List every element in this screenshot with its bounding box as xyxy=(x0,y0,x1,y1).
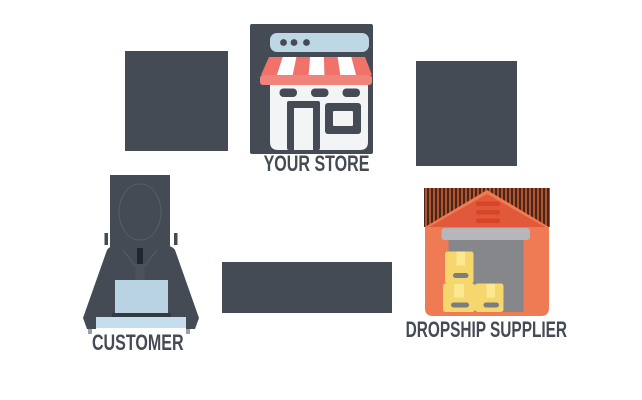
customer-laptop xyxy=(112,280,171,317)
table xyxy=(83,316,199,329)
store-awning xyxy=(260,57,372,85)
door-lintel xyxy=(441,228,530,240)
warehouse-icon xyxy=(424,188,550,316)
store-door xyxy=(287,101,320,150)
supplier-label: DROPSHIP SUPPLIER xyxy=(405,317,567,342)
connector-block-customer-to-store xyxy=(125,51,228,151)
customer-label: CUSTOMER xyxy=(91,330,184,355)
warehouse-boxes xyxy=(443,251,504,312)
store-icon xyxy=(250,24,373,154)
customer-icon xyxy=(83,175,199,334)
tie xyxy=(137,248,143,264)
store-sign xyxy=(270,33,369,52)
roof-vents xyxy=(476,201,500,223)
connector-block-store-to-supplier xyxy=(416,61,517,166)
connector-block-supplier-to-customer xyxy=(222,262,392,313)
face-outline xyxy=(118,183,162,241)
store-front xyxy=(270,85,368,150)
store-label: YOUR STORE xyxy=(264,151,370,176)
store-window xyxy=(325,103,361,134)
